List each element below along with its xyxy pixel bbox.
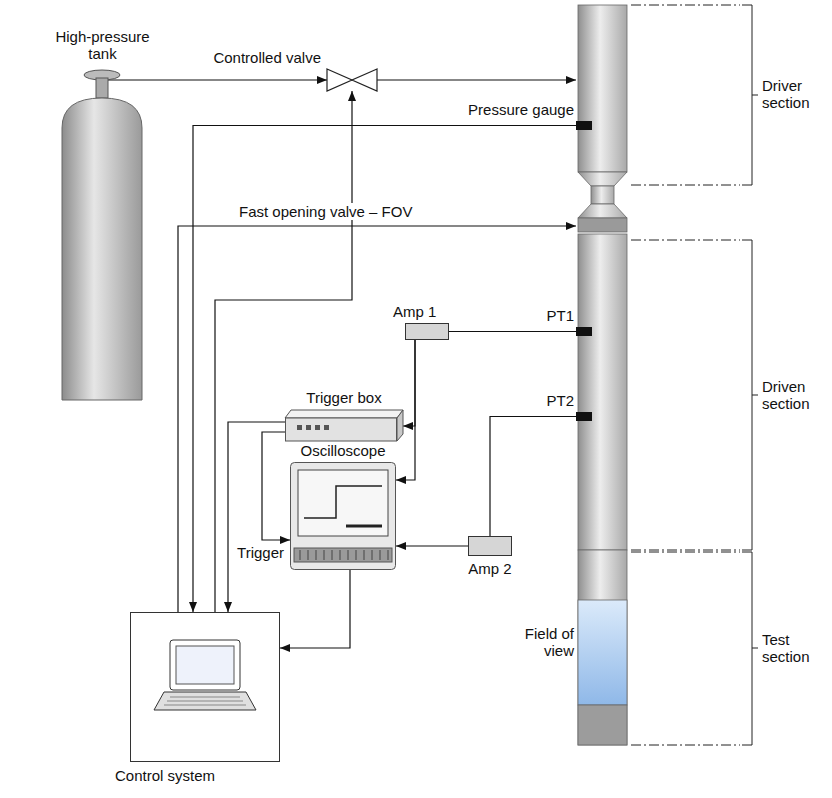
signal-line xyxy=(193,126,576,613)
amplifier: Amp 1 xyxy=(405,323,449,340)
controlled-valve-shape xyxy=(327,69,377,91)
component-label: PT1 xyxy=(546,307,574,324)
valve-half xyxy=(352,69,377,91)
sensor-block xyxy=(576,121,592,130)
control-computer: Control system xyxy=(130,612,280,762)
signal-line xyxy=(449,331,576,332)
computer-frame xyxy=(131,613,280,762)
component-label: Amp 2 xyxy=(468,560,512,577)
valve-half xyxy=(327,69,352,91)
component-label: High-pressure tank xyxy=(50,28,155,62)
oscilloscope-shape xyxy=(290,462,396,570)
control-computer-shape xyxy=(130,612,280,762)
fov-control-line xyxy=(178,226,576,612)
tube-flare xyxy=(578,204,627,218)
step-waveform xyxy=(304,486,382,518)
laptop-lid xyxy=(170,640,240,690)
amplifier-box xyxy=(469,537,512,556)
section-label: Driven section xyxy=(760,378,826,412)
section-label: Test section xyxy=(760,631,826,665)
pressure-gauge-shape xyxy=(576,121,592,130)
oscilloscope-screen xyxy=(298,470,388,536)
driver-extent xyxy=(631,5,740,185)
signal-line xyxy=(262,432,290,540)
pressure-transducer-shape xyxy=(576,327,592,336)
trace-bar xyxy=(346,525,382,528)
pressure-transducer: PT1 xyxy=(576,327,592,336)
oscilloscope-case xyxy=(291,463,396,570)
laptop-screen xyxy=(176,646,234,684)
tank-body xyxy=(62,98,142,400)
section-label: Driver section xyxy=(760,77,826,111)
sensor-block xyxy=(576,327,592,336)
trigger-box: Trigger box xyxy=(285,410,403,442)
oscilloscope-ports xyxy=(294,548,392,562)
component-label: Pressure gauge xyxy=(468,101,574,118)
amplifier-shape xyxy=(405,323,449,340)
test-bracket xyxy=(742,552,758,745)
driven-tube xyxy=(578,234,627,550)
region-label: Field of view xyxy=(508,625,576,659)
test-tube xyxy=(578,550,627,745)
component-label: Control system xyxy=(115,767,215,784)
component-label: Amp 1 xyxy=(393,303,436,320)
amplifier-shape xyxy=(468,536,512,556)
port-ticks xyxy=(300,550,388,560)
component-label: Trigger box xyxy=(285,389,403,406)
field-of-view-window xyxy=(578,600,627,705)
valve-to-tube-line xyxy=(377,79,576,80)
signal-line xyxy=(403,340,415,426)
pressure-gauge: Pressure gauge xyxy=(576,121,592,130)
signal-line xyxy=(490,417,576,537)
signal-line xyxy=(228,422,285,612)
signal-label: Trigger xyxy=(235,544,286,561)
tank-valve-stem xyxy=(96,78,108,98)
tube xyxy=(578,5,627,745)
driven-extent xyxy=(631,240,740,550)
tube-feed-lines xyxy=(178,80,576,612)
sensor-block xyxy=(576,412,592,421)
signal-line xyxy=(108,79,327,80)
controlled-valve: Controlled valve xyxy=(327,69,377,91)
signal-line xyxy=(396,545,468,546)
driver-bracket xyxy=(742,5,758,185)
driven-bracket xyxy=(742,240,758,550)
gas-tank-shape xyxy=(62,70,142,400)
laptop-keys xyxy=(164,697,246,705)
tube-taper xyxy=(578,172,627,186)
component-label: Controlled valve xyxy=(213,49,321,66)
trigger-box-top xyxy=(285,410,403,418)
gas-tank: High-pressure tank xyxy=(62,70,142,400)
section-brackets xyxy=(631,5,758,745)
driver-tube xyxy=(578,5,627,172)
pressure-transducer-shape xyxy=(576,412,592,421)
signal-line xyxy=(280,570,350,648)
valve-label: Fast opening valve – FOV xyxy=(237,203,414,220)
amplifier: Amp 2 xyxy=(468,536,512,556)
amplifier-box xyxy=(406,324,449,340)
pressure-transducer: PT2 xyxy=(576,412,592,421)
oscilloscope: Oscilloscope xyxy=(290,462,396,570)
component-label: PT2 xyxy=(546,392,574,409)
trigger-box-buttons xyxy=(297,425,329,430)
component-label: Oscilloscope xyxy=(290,442,396,459)
fast-opening-valve xyxy=(578,218,627,232)
test-extent xyxy=(631,552,740,745)
laptop-base xyxy=(154,692,256,710)
tube-neck xyxy=(591,186,614,204)
trigger-box-front xyxy=(286,418,397,441)
tube-end xyxy=(578,705,627,745)
trigger-box-shape xyxy=(285,410,403,442)
trigger-box-side xyxy=(397,410,403,441)
